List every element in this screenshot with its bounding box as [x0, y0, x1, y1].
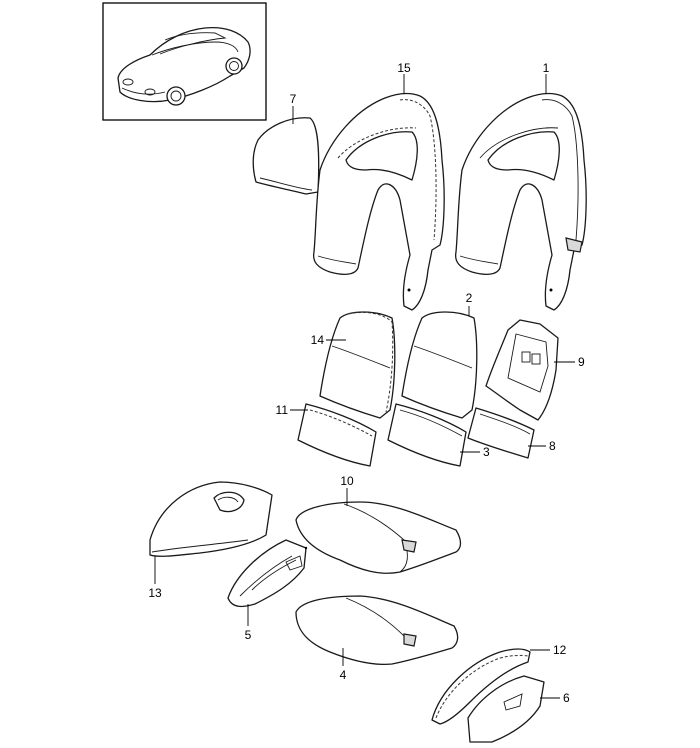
- part-3-bolster-pad: [387, 403, 467, 467]
- callout-9: 9: [578, 355, 585, 369]
- car-thumbnail: [102, 2, 267, 121]
- callout-1: 1: [543, 61, 550, 75]
- callout-11: 11: [276, 403, 289, 417]
- callout-labels: 7 15 1 14 2 9 11 3 8 10 13 5 4 12 6: [148, 61, 585, 705]
- part-7-headrest-pad: [252, 117, 320, 195]
- callout-7: 7: [290, 92, 297, 106]
- callout-14: 14: [311, 333, 325, 347]
- part-5-bracket-panel: [227, 539, 308, 608]
- callout-12: 12: [553, 643, 567, 657]
- part-4-seat-cushion-foam: [295, 595, 459, 666]
- part-8-bolster-pad: [467, 407, 535, 459]
- part-6-side-trim-panel: [467, 675, 545, 743]
- part-13-side-trim-cover: [149, 481, 273, 557]
- callout-8: 8: [549, 439, 556, 453]
- callout-15: 15: [397, 61, 411, 75]
- part-2-backrest-cushion: [401, 311, 478, 419]
- part-12-side-bolster-trim: [431, 648, 531, 725]
- callout-4: 4: [340, 668, 347, 682]
- callout-3: 3: [483, 445, 490, 459]
- leader-lines: [154, 74, 575, 699]
- part-10-seat-cushion-cover: [295, 501, 462, 574]
- part-9-backrest-side-panel: [485, 319, 559, 421]
- callout-10: 10: [340, 474, 354, 488]
- callout-5: 5: [245, 628, 252, 642]
- callout-6: 6: [563, 691, 570, 705]
- callout-13: 13: [148, 586, 162, 600]
- part-14-backrest-cushion: [319, 311, 396, 419]
- callout-2: 2: [466, 291, 473, 305]
- part-11-bolster-pad: [297, 403, 377, 467]
- part-15-seat-back-frame: [312, 92, 445, 311]
- part-1-seat-back-frame: [454, 92, 587, 311]
- car-illustration: [117, 26, 251, 106]
